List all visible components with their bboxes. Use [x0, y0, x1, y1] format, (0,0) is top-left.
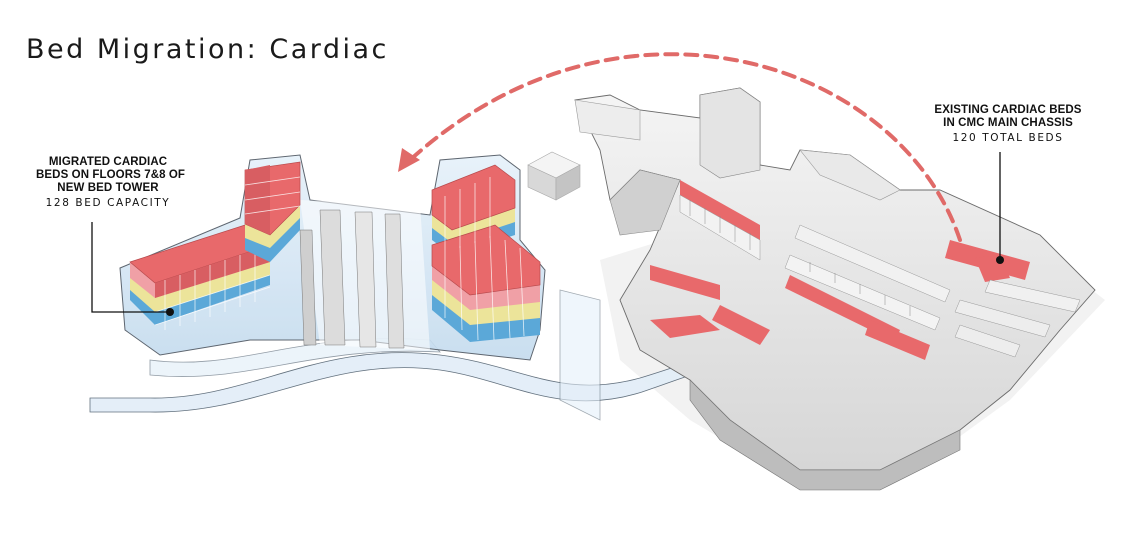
page-title: Bed Migration: Cardiac: [26, 34, 389, 65]
new-tower-right-wings: [431, 164, 541, 342]
existing-capacity: 120 TOTAL BEDS: [952, 132, 1064, 144]
new-tower-capacity: 128 BED CAPACITY: [45, 197, 171, 209]
existing-label-line-1: EXISTING CARDIAC BEDS: [934, 104, 1082, 116]
new-tower-label-line-3: NEW BED TOWER: [57, 182, 159, 194]
new-tower-label: MIGRATED CARDIAC BEDS ON FLOORS 7&8 OF N…: [36, 156, 186, 209]
new-tower-label-line-2: BEDS ON FLOORS 7&8 OF: [36, 169, 186, 181]
existing-beds-label: EXISTING CARDIAC BEDS IN CMC MAIN CHASSI…: [918, 104, 1098, 144]
new-tower-leader-dot: [166, 308, 174, 316]
migration-arrow-head: [398, 148, 420, 172]
existing-label-line-2: IN CMC MAIN CHASSIS: [943, 117, 1073, 129]
existing-bed-rows: [650, 180, 1081, 360]
existing-leader-dot: [996, 256, 1004, 264]
connector-corridor: [89, 289, 781, 421]
leader-lines: [91, 152, 1001, 313]
new-tower-left-wing: [129, 224, 271, 330]
new-tower-upper-wing: [244, 161, 301, 262]
new-tower-label-line-1: MIGRATED CARDIAC: [48, 156, 168, 168]
migration-arrow: [408, 52, 962, 242]
small-building: [527, 151, 581, 201]
